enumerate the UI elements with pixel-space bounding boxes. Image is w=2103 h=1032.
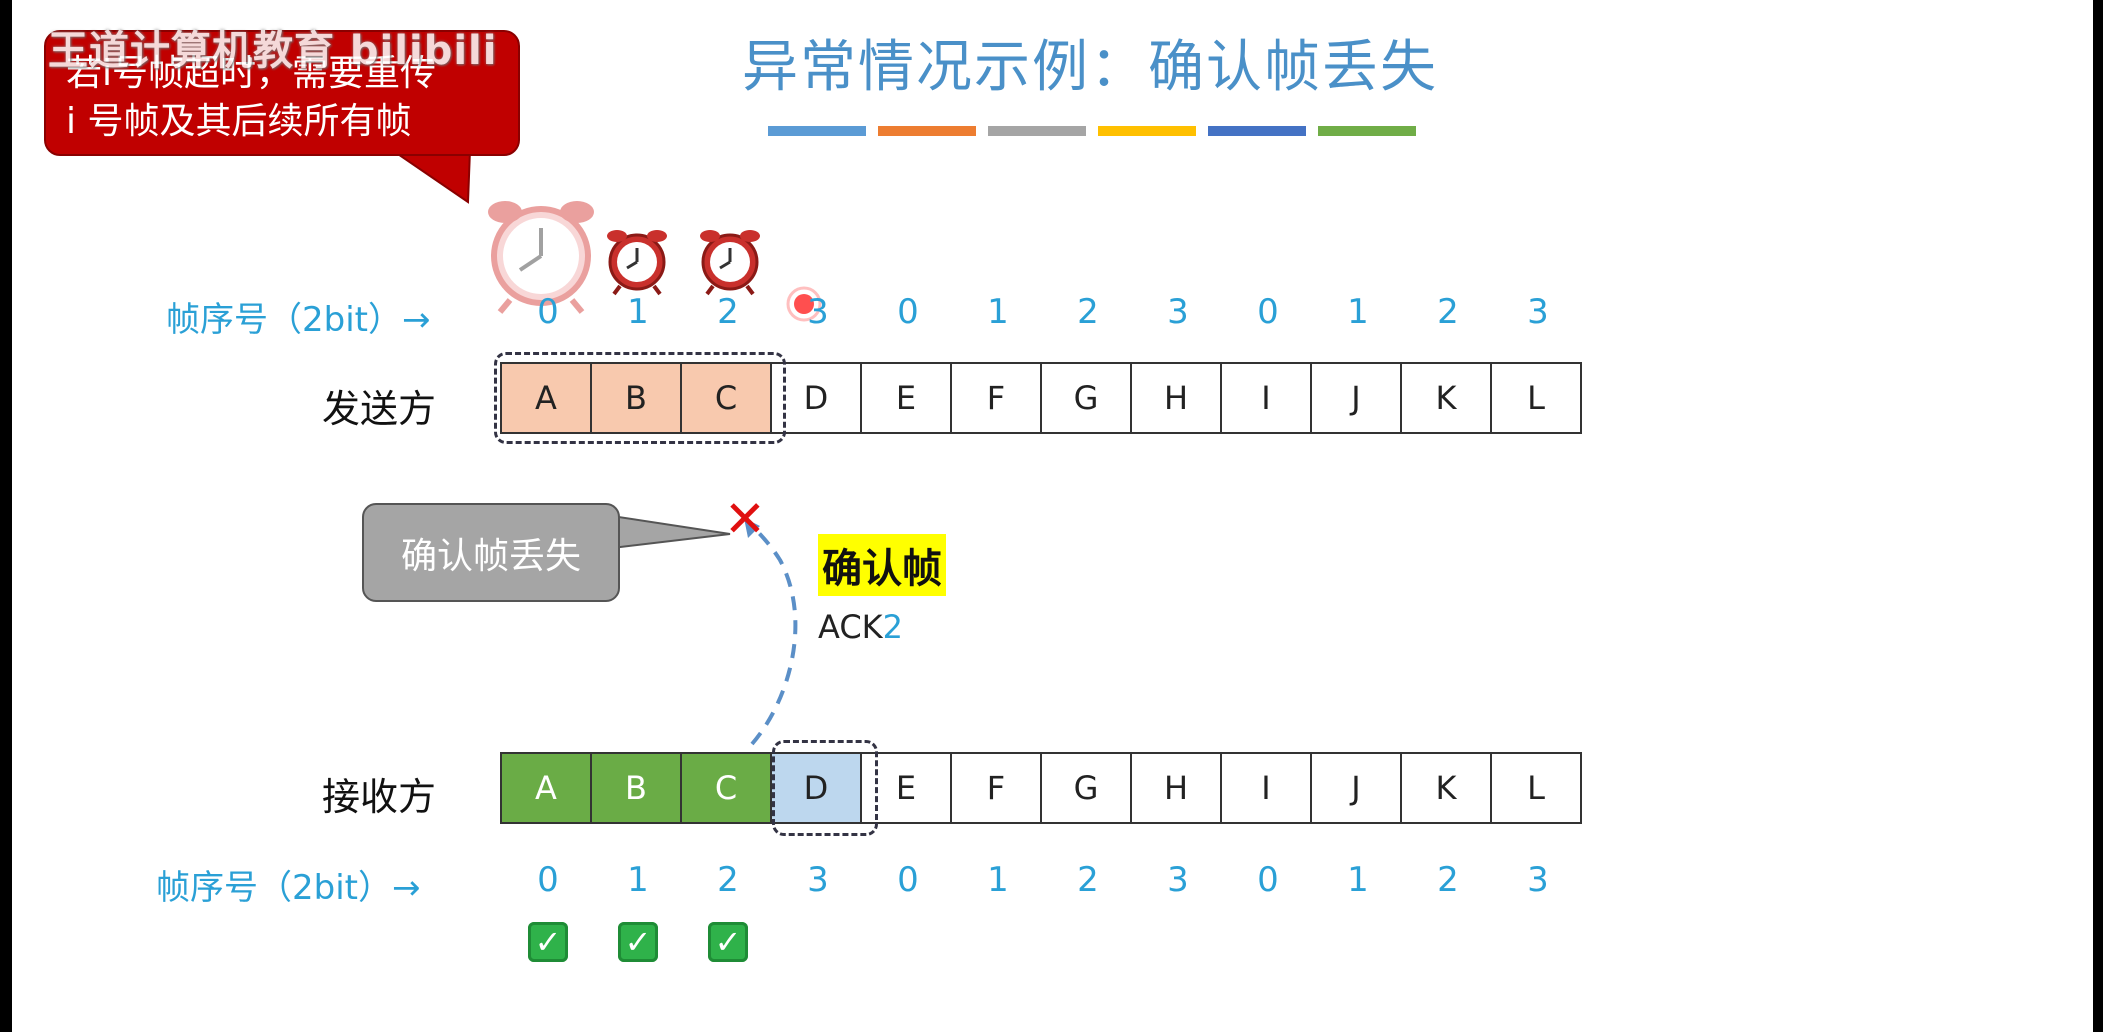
sender-frame: A — [500, 362, 592, 434]
sender-frame: D — [770, 362, 862, 434]
sender-seq-number: 0 — [897, 292, 919, 332]
receiver-seq-number: 3 — [807, 860, 829, 900]
title-bar — [878, 126, 976, 136]
ack-path-arrow — [750, 524, 798, 746]
sender-seq-number: 3 — [807, 292, 829, 332]
title-bar — [1208, 126, 1306, 136]
sender-frame: B — [590, 362, 682, 434]
sender-seq-number: 2 — [1437, 292, 1459, 332]
watermark-text: 王道计算机教育 bilibili — [48, 28, 498, 74]
alarm-clock-icon — [700, 230, 760, 296]
receiver-frame: I — [1220, 752, 1312, 824]
receiver-frame: C — [680, 752, 772, 824]
sender-frame: H — [1130, 362, 1222, 434]
sender-seq-number: 0 — [537, 292, 559, 332]
sender-label: 发送方 — [322, 387, 437, 431]
checkmark-icon: ✓ — [708, 922, 748, 962]
receiver-frame: E — [860, 752, 952, 824]
sender-frame: C — [680, 362, 772, 434]
ack-number: 2 — [882, 608, 904, 646]
sender-frame: J — [1310, 362, 1402, 434]
receiver-frame: L — [1490, 752, 1582, 824]
title-bar — [1098, 126, 1196, 136]
checkmark-icon: ✓ — [528, 922, 568, 962]
receiver-seq-number: 0 — [1257, 860, 1279, 900]
receiver-seq-number: 3 — [1167, 860, 1189, 900]
receiver-frame: A — [500, 752, 592, 824]
receiver-frame: J — [1310, 752, 1402, 824]
receiver-frame: K — [1400, 752, 1492, 824]
pointer-dot-icon — [794, 294, 814, 314]
receiver-frame: D — [770, 752, 862, 824]
receiver-frame: F — [950, 752, 1042, 824]
title-bar — [1318, 126, 1416, 136]
receiver-seq-number: 1 — [1347, 860, 1369, 900]
sender-seq-number: 0 — [1257, 292, 1279, 332]
sender-frame: F — [950, 362, 1042, 434]
receiver-seq-number: 2 — [717, 860, 739, 900]
lost-callout-tail — [611, 514, 731, 550]
checkmark-icon: ✓ — [618, 922, 658, 962]
sender-frame: I — [1220, 362, 1312, 434]
receiver-seq-number: 3 — [1527, 860, 1549, 900]
receiver-frame: H — [1130, 752, 1222, 824]
title-bar — [988, 126, 1086, 136]
timeout-callout: 若i号帧超时，需要重传 i 号帧及其后续所有帧 — [44, 30, 520, 156]
receiver-frame: G — [1040, 752, 1132, 824]
receiver-seq-label: 帧序号（2bit）→ — [156, 868, 421, 908]
receiver-seq-number: 1 — [627, 860, 649, 900]
receiver-frame: B — [590, 752, 682, 824]
sender-seq-number: 1 — [1347, 292, 1369, 332]
timeout-callout-line-1: 若i号帧超时，需要重传 — [66, 53, 437, 94]
ack-prefix: ACK — [818, 608, 883, 646]
receiver-label: 接收方 — [322, 775, 437, 819]
sender-seq-number: 3 — [1167, 292, 1189, 332]
timeout-callout-tail — [388, 149, 472, 204]
slide-title: 异常情况示例：确认帧丢失 — [742, 35, 1438, 100]
receiver-seq-number: 0 — [537, 860, 559, 900]
alarm-clock-icon — [488, 201, 594, 314]
ack-frame-title: 确认帧 — [818, 534, 946, 596]
receiver-seq-number: 2 — [1077, 860, 1099, 900]
lost-x-icon: ✕ — [724, 490, 766, 548]
sender-frame: G — [1040, 362, 1132, 434]
sender-frame: L — [1490, 362, 1582, 434]
sender-frame: E — [860, 362, 952, 434]
receiver-seq-number: 0 — [897, 860, 919, 900]
alarm-clock-icon — [607, 230, 667, 296]
sender-seq-number: 3 — [1527, 292, 1549, 332]
right-border — [2093, 0, 2103, 1032]
ack-label: ACK2 — [818, 608, 903, 646]
timeout-callout-line-2: i 号帧及其后续所有帧 — [66, 101, 412, 142]
sender-seq-number: 1 — [987, 292, 1009, 332]
sender-frame: K — [1400, 362, 1492, 434]
sender-seq-number: 2 — [1077, 292, 1099, 332]
sender-seq-label: 帧序号（2bit）→ — [166, 300, 431, 340]
sender-seq-number: 1 — [627, 292, 649, 332]
lost-ack-callout: 确认帧丢失 — [362, 503, 620, 602]
receiver-seq-number: 2 — [1437, 860, 1459, 900]
title-underline-bars — [768, 126, 1416, 136]
sender-seq-number: 2 — [717, 292, 739, 332]
title-bar — [768, 126, 866, 136]
receiver-seq-number: 1 — [987, 860, 1009, 900]
left-border — [0, 0, 12, 1032]
